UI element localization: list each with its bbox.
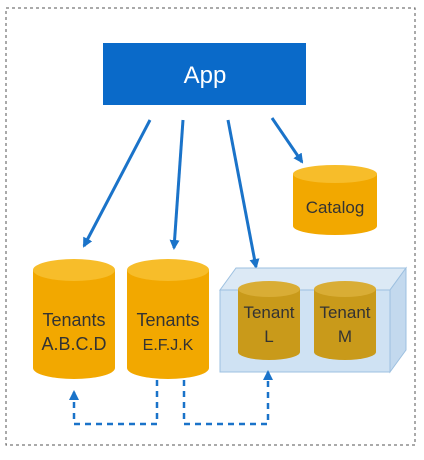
tenant-l-database: Tenant L xyxy=(238,281,300,360)
arrow-app-to-tenants-abcd xyxy=(82,119,152,248)
tenant-m-line2: M xyxy=(338,327,352,346)
app-label: App xyxy=(184,62,227,89)
tenant-move-connectors xyxy=(69,370,273,426)
outer-frame xyxy=(5,7,416,446)
tenants-abcd-database: Tenants A.B.C.D xyxy=(33,259,115,379)
tenants-abcd-line2: A.B.C.D xyxy=(41,334,106,354)
tenant-m-database: Tenant M xyxy=(314,281,376,360)
tenant-l-line2: L xyxy=(264,327,273,346)
arrow-app-to-tenant-pool xyxy=(226,119,260,269)
tenants-efjk-database: Tenants E.F.J.K xyxy=(127,259,209,379)
arrow-app-to-catalog xyxy=(270,117,304,164)
tenants-abcd-line1: Tenants xyxy=(42,310,105,330)
tenant-m-line1: Tenant xyxy=(319,303,370,322)
app-box: App xyxy=(103,43,306,105)
tenants-efjk-line1: Tenants xyxy=(136,310,199,330)
tenants-efjk-line2: E.F.J.K xyxy=(143,337,194,354)
tenant-l-line1: Tenant xyxy=(243,303,294,322)
catalog-label: Catalog xyxy=(306,198,365,217)
catalog-database: Catalog xyxy=(293,165,377,235)
arrow-app-to-tenants-efjk xyxy=(169,119,185,250)
